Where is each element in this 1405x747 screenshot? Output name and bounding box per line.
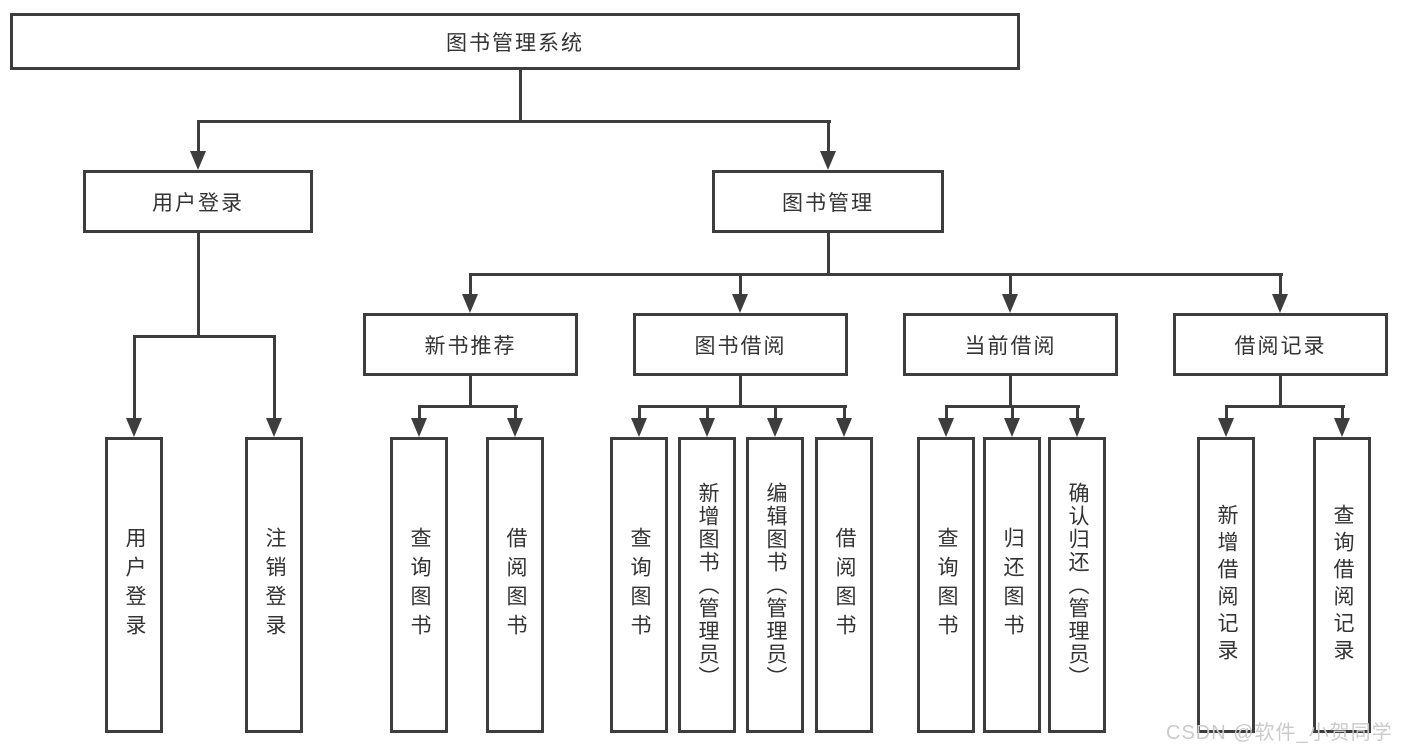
arrow-down-icon: [699, 418, 715, 437]
connector-line: [1279, 273, 1282, 296]
node-current-borrowing: 当前借阅: [903, 313, 1118, 376]
arrow-down-icon: [1272, 294, 1288, 313]
connector-line: [638, 405, 847, 408]
arrow-down-icon: [836, 418, 852, 437]
node-edit-book-admin: 编辑图书（管理员）: [746, 437, 804, 733]
node-query-books-2: 查询图书: [610, 437, 668, 733]
arrow-down-icon: [411, 418, 427, 437]
arrow-down-icon: [266, 418, 282, 437]
connector-line: [519, 70, 522, 122]
node-query-books-3: 查询图书: [917, 437, 975, 733]
connector-line: [774, 405, 777, 420]
connector-line: [418, 405, 421, 420]
connector-line: [843, 405, 846, 420]
connector-line: [638, 405, 641, 420]
connector-line: [133, 335, 276, 338]
node-confirm-return-admin: 确认归还（管理员）: [1048, 437, 1106, 733]
node-book-borrowing: 图书借阅: [633, 313, 848, 376]
arrow-down-icon: [190, 151, 206, 170]
node-library-management-system: 图书管理系统: [10, 13, 1020, 70]
connector-line: [1279, 374, 1282, 407]
arrow-down-icon: [126, 418, 142, 437]
connector-line: [469, 374, 472, 407]
node-logout: 注销登录: [245, 437, 303, 733]
arrow-down-icon: [1002, 294, 1018, 313]
arrow-down-icon: [820, 151, 836, 170]
arrow-down-icon: [507, 418, 523, 437]
connector-line: [197, 231, 200, 337]
arrow-down-icon: [462, 294, 478, 313]
node-add-borrowing-record: 新增借阅记录: [1197, 437, 1255, 733]
arrow-down-icon: [938, 418, 954, 437]
node-borrow-books-2: 借阅图书: [815, 437, 873, 733]
connector-line: [1011, 405, 1014, 420]
arrow-down-icon: [732, 294, 748, 313]
connector-line: [1341, 405, 1344, 420]
node-borrow-books-1: 借阅图书: [486, 437, 544, 733]
arrow-down-icon: [1004, 418, 1020, 437]
connector-line: [827, 120, 830, 153]
node-user-login-group: 用户登录: [83, 170, 313, 233]
node-return-books: 归还图书: [983, 437, 1041, 733]
connector-line: [273, 335, 276, 420]
connector-line: [827, 231, 830, 275]
arrow-down-icon: [1218, 418, 1234, 437]
connector-line: [945, 405, 948, 420]
connector-line: [739, 273, 742, 296]
connector-line: [1076, 405, 1079, 420]
node-book-management: 图书管理: [712, 170, 944, 233]
arrow-down-icon: [631, 418, 647, 437]
connector-line: [469, 273, 1283, 276]
connector-line: [133, 335, 136, 420]
connector-line: [418, 405, 518, 408]
connector-line: [1009, 273, 1012, 296]
connector-line: [1225, 405, 1228, 420]
node-query-books-1: 查询图书: [390, 437, 448, 733]
connector-line: [514, 405, 517, 420]
connector-line: [739, 374, 742, 407]
connector-line: [706, 405, 709, 420]
node-borrowing-records: 借阅记录: [1173, 313, 1388, 376]
node-user-login: 用户登录: [105, 437, 163, 733]
arrow-down-icon: [1069, 418, 1085, 437]
connector-line: [197, 120, 831, 123]
node-query-borrowing-record: 查询借阅记录: [1313, 437, 1371, 733]
connector-line: [469, 273, 472, 296]
node-new-book-recommendation: 新书推荐: [363, 313, 578, 376]
node-add-book-admin: 新增图书（管理员）: [678, 437, 736, 733]
arrow-down-icon: [1334, 418, 1350, 437]
watermark-text: CSDN @软件_小贺同学: [1166, 722, 1393, 744]
connector-line: [197, 120, 200, 153]
arrow-down-icon: [767, 418, 783, 437]
connector-line: [1225, 405, 1345, 408]
connector-line: [1009, 374, 1012, 407]
